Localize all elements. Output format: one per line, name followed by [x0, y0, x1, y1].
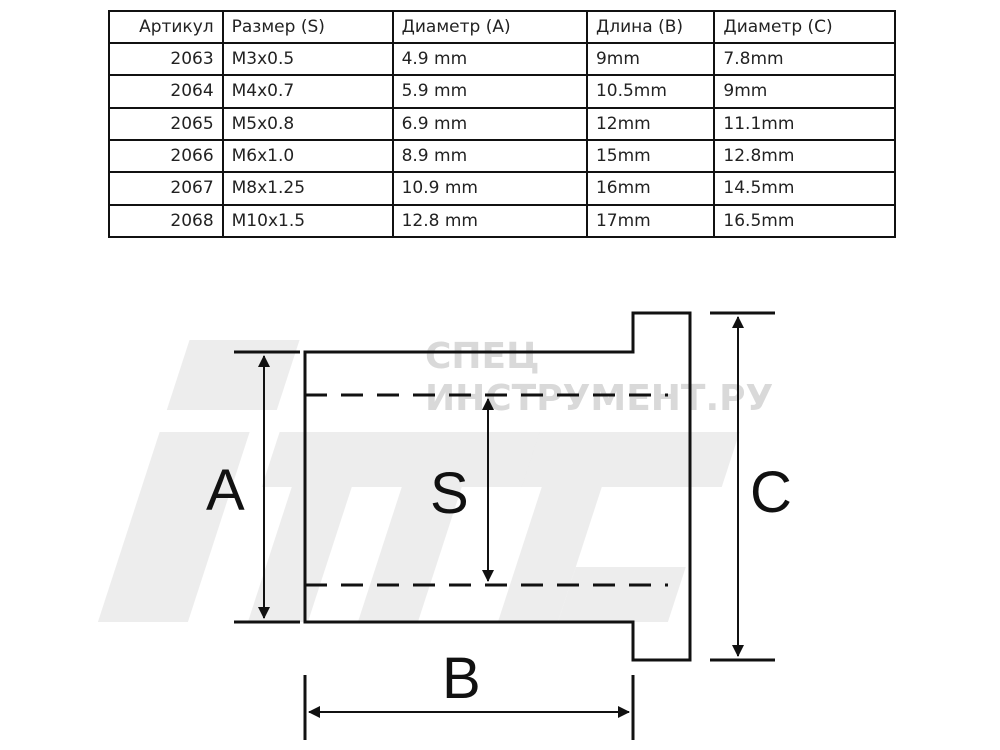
cell-length-b: 10.5mm [585, 74, 716, 109]
cell-article: 2068 [108, 203, 224, 239]
cell-diameter-a: 5.9 mm [391, 74, 588, 109]
header-diameter-c: Диаметр (C) [713, 10, 896, 44]
label-c: C [750, 460, 792, 525]
cell-diameter-c: 12.8mm [713, 138, 896, 174]
cell-length-b: 9mm [585, 41, 716, 77]
table-row: 2064 M4x0.7 5.9 mm 10.5mm 9mm [108, 74, 896, 109]
header-article: Артикул [108, 10, 224, 44]
watermark-line2: ИНСТРУМЕНТ.РУ [425, 378, 773, 419]
table-header-row: Артикул Размер (S) Диаметр (A) Длина (B)… [108, 10, 896, 44]
label-s: S [430, 461, 469, 526]
table-row: 2063 M3x0.5 4.9 mm 9mm 7.8mm [108, 41, 896, 77]
cell-length-b: 12mm [585, 106, 716, 141]
spec-table: Артикул Размер (S) Диаметр (A) Длина (B)… [108, 10, 896, 239]
cell-diameter-a: 6.9 mm [391, 106, 588, 141]
cell-article: 2064 [108, 74, 224, 109]
cell-diameter-c: 7.8mm [713, 41, 896, 77]
table-row: 2068 M10x1.5 12.8 mm 17mm 16.5mm [108, 203, 896, 239]
header-diameter-a: Диаметр (A) [391, 10, 588, 44]
label-a: A [206, 458, 245, 523]
cell-article: 2066 [108, 138, 224, 174]
cell-size: M10x1.5 [221, 203, 394, 239]
cell-diameter-c: 14.5mm [713, 171, 896, 206]
cell-diameter-a: 4.9 mm [391, 41, 588, 77]
cell-size: M3x0.5 [221, 41, 394, 77]
cell-article: 2063 [108, 41, 224, 77]
cell-diameter-c: 11.1mm [713, 106, 896, 141]
cell-size: M5x0.8 [221, 106, 394, 141]
cell-article: 2067 [108, 171, 224, 206]
cell-diameter-c: 16.5mm [713, 203, 896, 239]
cell-length-b: 15mm [585, 138, 716, 174]
cell-diameter-a: 12.8 mm [391, 203, 588, 239]
cell-length-b: 16mm [585, 171, 716, 206]
cell-length-b: 17mm [585, 203, 716, 239]
cell-diameter-a: 8.9 mm [391, 138, 588, 174]
cell-size: M4x0.7 [221, 74, 394, 109]
table-row: 2067 M8x1.25 10.9 mm 16mm 14.5mm [108, 171, 896, 206]
watermark-line1: СПЕЦ [425, 336, 540, 377]
bushing-outline [303, 311, 692, 662]
cell-diameter-c: 9mm [713, 74, 896, 109]
cell-size: M6x1.0 [221, 138, 394, 174]
header-length-b: Длина (B) [585, 10, 716, 44]
label-b: B [442, 646, 481, 711]
header-size-s: Размер (S) [221, 10, 394, 44]
table-row: 2066 M6x1.0 8.9 mm 15mm 12.8mm [108, 138, 896, 174]
cell-size: M8x1.25 [221, 171, 394, 206]
cell-article: 2065 [108, 106, 224, 141]
cell-diameter-a: 10.9 mm [391, 171, 588, 206]
table-row: 2065 M5x0.8 6.9 mm 12mm 11.1mm [108, 106, 896, 141]
